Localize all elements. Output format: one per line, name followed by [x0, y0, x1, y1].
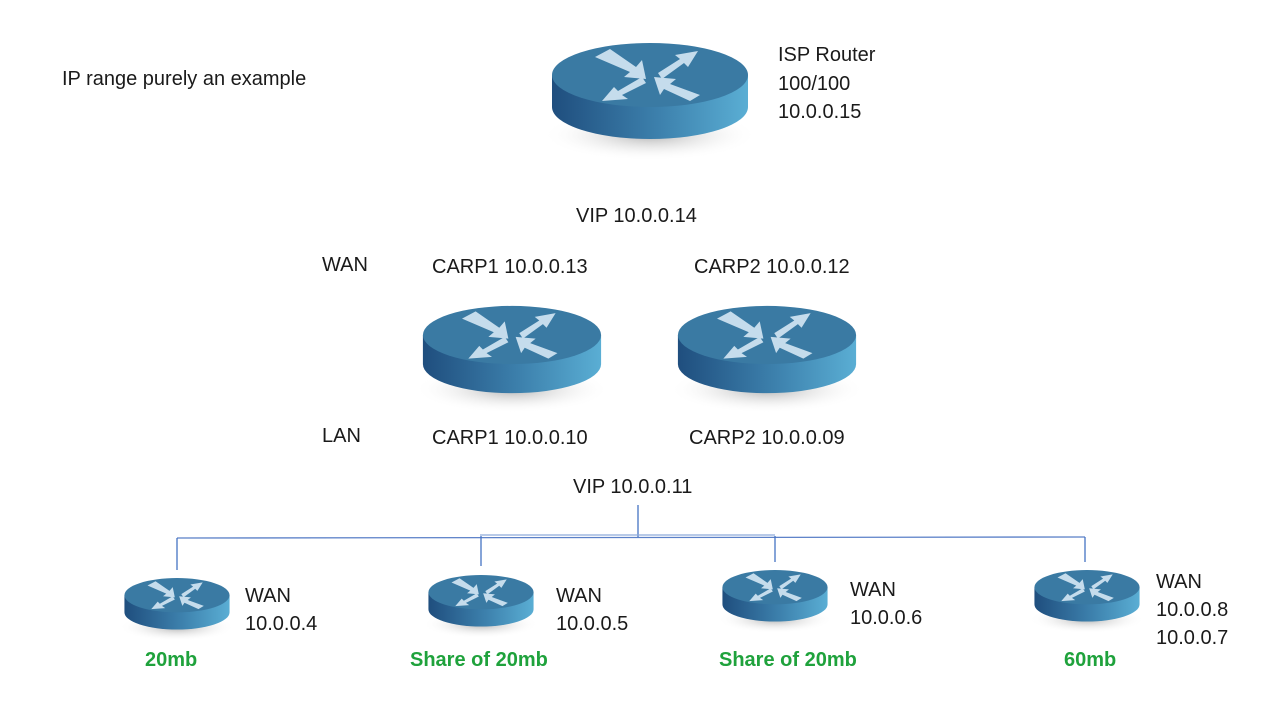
branch-3-wan-label: WAN — [850, 579, 896, 601]
isp-router-ip: 10.0.0.15 — [778, 101, 862, 123]
branch-3-ip: 10.0.0.6 — [850, 607, 923, 629]
branch-2-bandwidth: Share of 20mb — [410, 649, 548, 671]
carp2-lan-label: CARP2 10.0.0.09 — [689, 427, 845, 449]
bus-line — [176, 536, 1086, 539]
lan-side-label: LAN — [322, 425, 361, 447]
isp-router-name: ISP Router — [778, 44, 876, 66]
isp-router-icon[interactable] — [540, 22, 760, 172]
branch-4-bandwidth: 60mb — [1064, 649, 1117, 671]
branch-router-3-icon[interactable] — [716, 558, 834, 640]
branch-1-wan-label: WAN — [245, 585, 291, 607]
branch-4-ip-2: 10.0.0.7 — [1156, 627, 1229, 649]
lan-vip-label: VIP 10.0.0.11 — [573, 476, 693, 498]
branch-3-bandwidth: Share of 20mb — [719, 649, 857, 671]
branch-2-ip: 10.0.0.5 — [556, 613, 629, 635]
branch-router-1-icon[interactable] — [118, 566, 236, 648]
wan-vip-label: VIP 10.0.0.14 — [576, 205, 697, 227]
carp1-lan-label: CARP1 10.0.0.10 — [432, 427, 588, 449]
carp2-wan-label: CARP2 10.0.0.12 — [694, 256, 850, 278]
carp1-wan-label: CARP1 10.0.0.13 — [432, 256, 588, 278]
wan-side-label: WAN — [322, 254, 368, 276]
carp1-router-icon[interactable] — [412, 287, 612, 423]
example-note: IP range purely an example — [62, 68, 307, 90]
carp2-router-icon[interactable] — [667, 287, 867, 423]
branch-router-4-icon[interactable] — [1028, 558, 1146, 640]
branch-2-wan-label: WAN — [556, 585, 602, 607]
branch-router-2-icon[interactable] — [422, 563, 540, 645]
branch-4-ip-1: 10.0.0.8 — [1156, 599, 1229, 621]
branch-1-ip: 10.0.0.4 — [245, 613, 318, 635]
branch-1-bandwidth: 20mb — [145, 649, 198, 671]
branch-4-wan-label: WAN — [1156, 571, 1202, 593]
isp-router-speed: 100/100 — [778, 73, 851, 95]
